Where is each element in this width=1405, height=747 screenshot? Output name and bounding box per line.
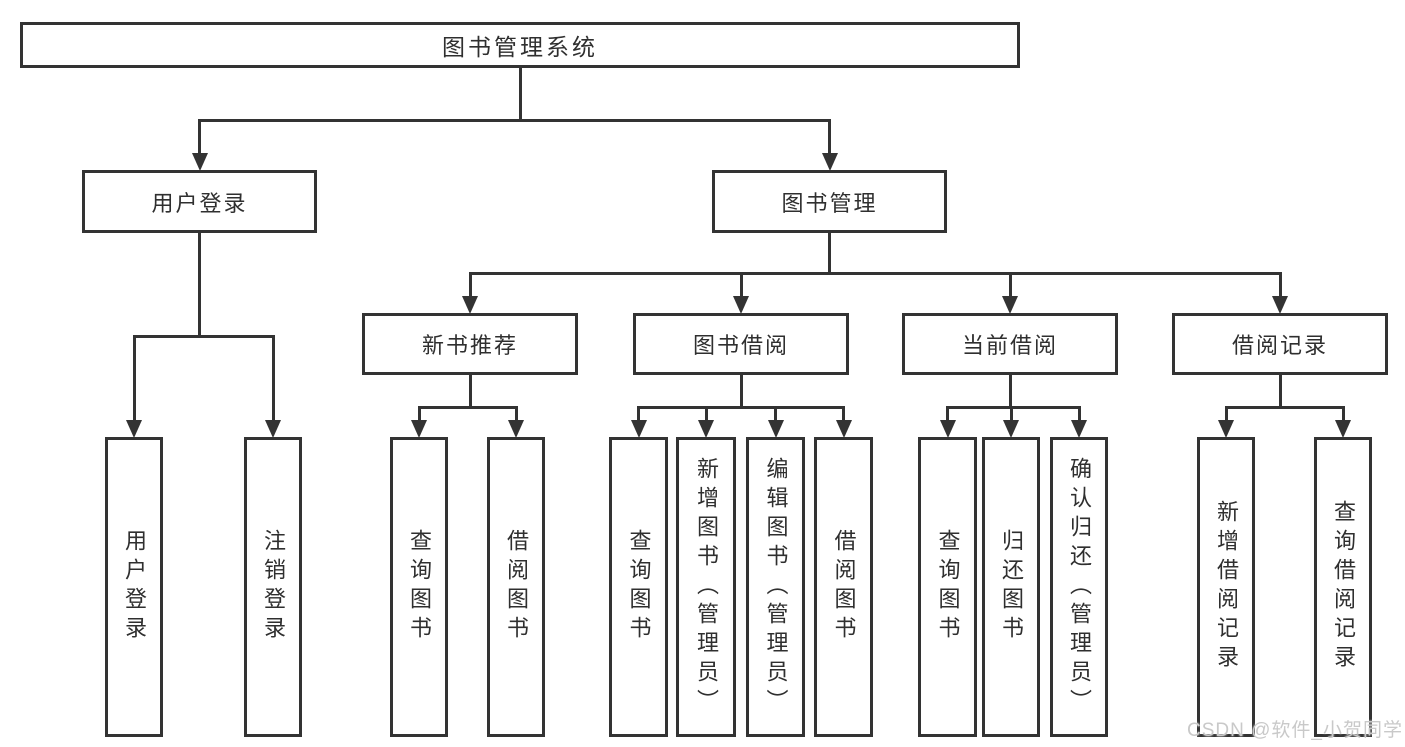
node-login-leaf: 用户登录 xyxy=(105,437,163,737)
connector-arrow-icon xyxy=(698,420,714,438)
node-rec-query: 查询图书 xyxy=(390,437,448,737)
connector-line xyxy=(198,119,831,122)
node-label-cb-query: 查询图书 xyxy=(935,529,961,645)
node-cb-query: 查询图书 xyxy=(918,437,977,737)
node-book-mgmt: 图书管理 xyxy=(712,170,947,233)
connector-line xyxy=(519,68,522,120)
connector-line xyxy=(1225,407,1228,423)
connector-line xyxy=(1279,273,1282,299)
connector-arrow-icon xyxy=(1071,420,1087,438)
connector-arrow-icon xyxy=(1335,420,1351,438)
node-bb-add: 新增图书（管理员） xyxy=(676,437,736,737)
node-cb-confirm: 确认归还（管理员） xyxy=(1050,437,1108,737)
node-label-book-borrow: 图书借阅 xyxy=(692,333,789,358)
node-label-rec-query: 查询图书 xyxy=(407,529,432,645)
connector-arrow-icon xyxy=(462,296,478,314)
connector-line xyxy=(1010,407,1013,423)
node-label-cb-return: 归还图书 xyxy=(999,529,1024,645)
connector-line xyxy=(842,407,845,423)
node-root: 图书管理系统 xyxy=(20,22,1020,68)
node-label-root: 图书管理系统 xyxy=(442,34,598,60)
connector-line xyxy=(133,336,136,423)
node-user-login: 用户登录 xyxy=(82,170,317,233)
connector-line xyxy=(1342,407,1345,423)
node-br-add: 新增借阅记录 xyxy=(1197,437,1255,737)
node-label-bb-query: 查询图书 xyxy=(626,529,652,645)
node-logout-leaf: 注销登录 xyxy=(244,437,302,737)
connector-arrow-icon xyxy=(1272,296,1288,314)
node-rec-borrow: 借阅图书 xyxy=(487,437,545,737)
connector-line xyxy=(1009,273,1012,299)
node-label-login-leaf: 用户登录 xyxy=(122,529,147,645)
connector-arrow-icon xyxy=(1002,296,1018,314)
node-label-cb-confirm: 确认归还（管理员） xyxy=(1067,456,1092,718)
connector-arrow-icon xyxy=(733,296,749,314)
connector-line xyxy=(828,233,831,273)
connector-arrow-icon xyxy=(1003,420,1019,438)
connector-line xyxy=(1279,375,1282,407)
node-label-book-mgmt: 图书管理 xyxy=(781,190,878,216)
node-label-logout-leaf: 注销登录 xyxy=(261,529,286,645)
node-borrow-records: 借阅记录 xyxy=(1172,313,1388,375)
connector-line xyxy=(828,120,831,156)
connector-arrow-icon xyxy=(508,420,524,438)
node-book-borrow: 图书借阅 xyxy=(633,313,849,375)
connector-line xyxy=(418,406,518,409)
connector-arrow-icon xyxy=(631,420,647,438)
connector-arrow-icon xyxy=(126,420,142,438)
node-cb-return: 归还图书 xyxy=(982,437,1040,737)
connector-arrow-icon xyxy=(836,420,852,438)
connector-line xyxy=(418,407,421,423)
node-label-bb-borrow: 借阅图书 xyxy=(831,529,857,645)
node-bb-query: 查询图书 xyxy=(609,437,668,737)
node-label-borrow-records: 借阅记录 xyxy=(1231,333,1328,358)
watermark: CSDN @软件_小贺同学 xyxy=(1187,720,1403,741)
node-bb-borrow: 借阅图书 xyxy=(814,437,873,737)
connector-line xyxy=(637,407,640,423)
connector-line xyxy=(272,336,275,423)
connector-line xyxy=(198,120,201,156)
connector-line xyxy=(515,407,518,423)
connector-arrow-icon xyxy=(192,153,208,171)
connector-line xyxy=(946,407,949,423)
connector-line xyxy=(1009,375,1012,407)
connector-line xyxy=(946,406,1081,409)
connector-line xyxy=(740,273,743,299)
node-label-br-query: 查询借阅记录 xyxy=(1331,500,1356,674)
connector-arrow-icon xyxy=(940,420,956,438)
node-current-borrow: 当前借阅 xyxy=(902,313,1118,375)
node-br-query: 查询借阅记录 xyxy=(1314,437,1372,737)
connector-line xyxy=(740,375,743,407)
connector-arrow-icon xyxy=(822,153,838,171)
connector-arrow-icon xyxy=(411,420,427,438)
connector-arrow-icon xyxy=(265,420,281,438)
connector-arrow-icon xyxy=(768,420,784,438)
node-label-user-login: 用户登录 xyxy=(151,190,248,216)
node-label-br-add: 新增借阅记录 xyxy=(1214,500,1239,674)
node-label-bb-edit: 编辑图书（管理员） xyxy=(763,456,789,718)
connector-line xyxy=(198,233,201,336)
connector-line xyxy=(705,407,708,423)
node-label-current-borrow: 当前借阅 xyxy=(961,333,1058,358)
connector-line xyxy=(469,272,1282,275)
node-bb-edit: 编辑图书（管理员） xyxy=(746,437,805,737)
connector-line xyxy=(774,407,777,423)
connector-line xyxy=(133,335,275,338)
node-label-rec-borrow: 借阅图书 xyxy=(504,529,529,645)
connector-line xyxy=(637,406,845,409)
connector-line xyxy=(469,375,472,407)
node-label-bb-add: 新增图书（管理员） xyxy=(694,456,719,718)
node-new-book-rec: 新书推荐 xyxy=(362,313,578,375)
connector-arrow-icon xyxy=(1218,420,1234,438)
node-label-new-book-rec: 新书推荐 xyxy=(421,333,518,358)
connector-line xyxy=(1225,406,1345,409)
connector-line xyxy=(469,273,472,299)
connector-line xyxy=(1078,407,1081,423)
